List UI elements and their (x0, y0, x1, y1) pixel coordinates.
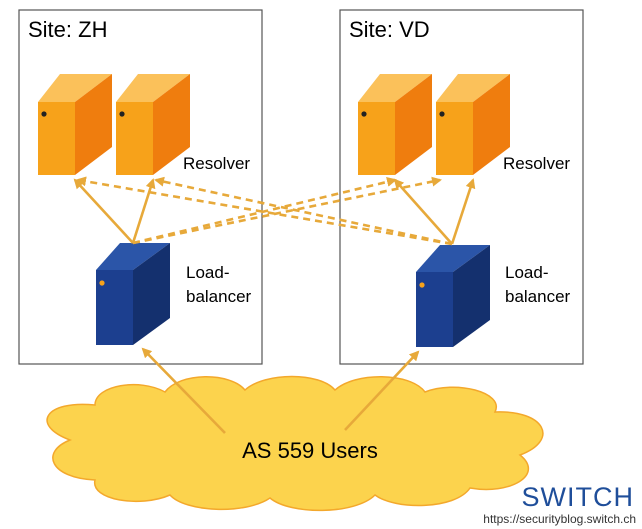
arrow-lb-vd-to-resolver-zh-2 (154, 176, 453, 246)
arrow-lb-zh-to-resolver-zh-1 (73, 178, 134, 244)
arrow-lb-zh-to-resolver-vd-2 (132, 176, 442, 245)
lb-label-vd-line2: balancer (505, 287, 571, 306)
blog-url: https://securityblog.switch.ch (483, 512, 636, 526)
site-vd-title: Site: VD (349, 17, 430, 42)
lb-label-zh-line1: Load- (186, 263, 229, 282)
switch-logo: SWITCH (522, 482, 634, 512)
resolver-server-zh-1 (38, 74, 112, 175)
load-balancer-vd (416, 245, 490, 347)
cloud-label: AS 559 Users (242, 438, 378, 463)
arrow-users-to-lb-vd (344, 350, 420, 431)
load-balancer-zh (96, 243, 170, 345)
arrow-lb-zh-to-resolver-vd-1 (132, 177, 397, 245)
resolver-label-zh: Resolver (183, 154, 250, 173)
resolver-server-vd-1 (358, 74, 432, 175)
resolver-server-zh-2 (116, 74, 190, 175)
arrow-lb-vd-to-resolver-vd-2 (450, 178, 476, 245)
lb-label-vd-line1: Load- (505, 263, 548, 282)
lb-label-zh-line2: balancer (186, 287, 252, 306)
arrow-lb-vd-to-resolver-zh-1 (76, 176, 453, 246)
users-cloud: AS 559 Users (46, 375, 544, 512)
resolver-label-vd: Resolver (503, 154, 570, 173)
site-zh-title: Site: ZH (28, 17, 107, 42)
arrow-lb-zh-to-resolver-zh-2 (131, 178, 156, 244)
arrow-lb-vd-to-resolver-vd-1 (393, 178, 453, 245)
resolver-server-vd-2 (436, 74, 510, 175)
arrow-users-to-lb-zh (141, 347, 226, 434)
